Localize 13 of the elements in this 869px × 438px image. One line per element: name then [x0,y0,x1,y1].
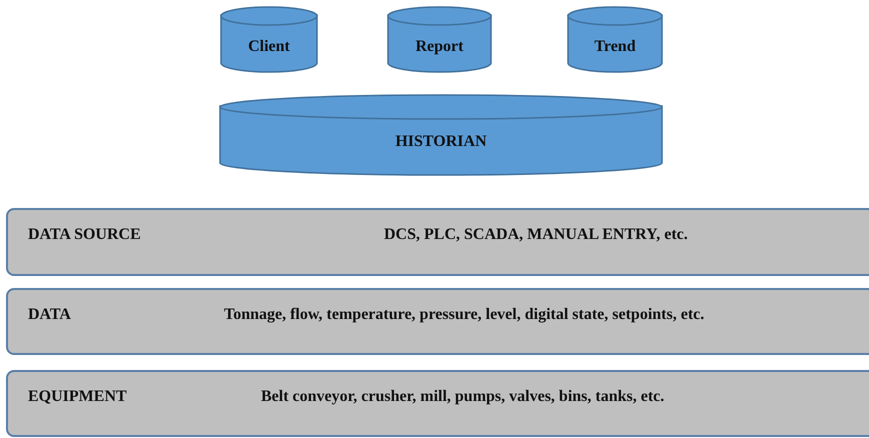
cylinder-label: Trend [594,36,636,56]
layer-description: DCS, PLC, SCADA, MANUAL ENTRY, etc. [384,225,688,245]
cylinder-label: Client [248,36,290,56]
layer-band [6,370,869,437]
layer-title: EQUIPMENT [28,387,127,407]
layer-title: DATA SOURCE [28,225,141,245]
layer-title: DATA [28,305,71,325]
layer-description: Tonnage, flow, temperature, pressure, level, digital state, setpoints, etc. [224,305,704,325]
cylinder-label: HISTORIAN [395,132,487,152]
layer-description: Belt conveyor, crusher, mill, pumps, valves, bins, tanks, etc. [261,387,664,407]
layer-band [6,288,869,355]
cylinder-label: Report [416,36,464,56]
layer-band [6,208,869,276]
